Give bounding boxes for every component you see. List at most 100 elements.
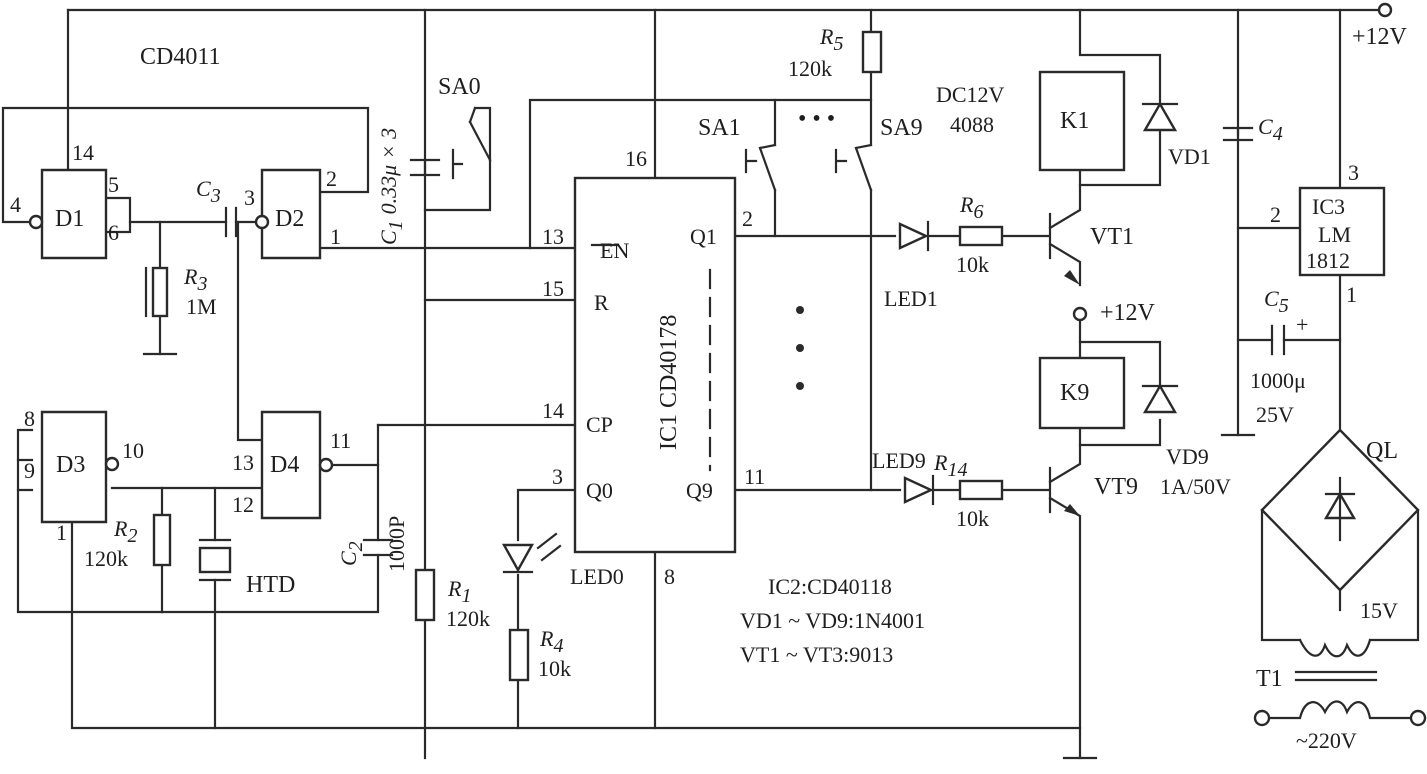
r4-label: R4 bbox=[539, 626, 563, 657]
led1-label: LED1 bbox=[884, 286, 938, 311]
sa0-label: SA0 bbox=[438, 74, 481, 100]
capacitor-c1 bbox=[409, 158, 441, 177]
capacitor-c2 bbox=[362, 538, 394, 557]
vt9-emitter-arrow bbox=[1064, 504, 1080, 516]
pin-label: 1 bbox=[1346, 282, 1357, 307]
pin-label: 2 bbox=[742, 206, 753, 231]
c4-label: C4 bbox=[1258, 114, 1283, 145]
pin-label: 3 bbox=[1348, 160, 1359, 185]
k1-label: K1 bbox=[1060, 108, 1089, 134]
bridge-rectifier-ql bbox=[1260, 428, 1420, 592]
diode-vd9 bbox=[1141, 383, 1179, 414]
capacitor-c3 bbox=[224, 206, 238, 238]
pin-label: 10 bbox=[122, 438, 144, 463]
pin-label: 4 bbox=[10, 192, 21, 217]
terminal-12v-mid bbox=[1072, 306, 1088, 322]
relay-spec-line2: 4088 bbox=[950, 112, 994, 137]
vt1-label: VT1 bbox=[1090, 224, 1134, 250]
pin-label: 13 bbox=[232, 450, 254, 475]
supply-12v-top: +12V bbox=[1352, 24, 1408, 50]
capacitor-c5 bbox=[1270, 324, 1286, 356]
gate-d1: D1 bbox=[28, 168, 108, 260]
c5-label: C5 bbox=[1264, 286, 1289, 317]
vd1-label: VD1 bbox=[1168, 144, 1211, 169]
note-line3: VT1 ~ VT3:9013 bbox=[740, 642, 893, 667]
gate-d2-label: D2 bbox=[275, 206, 304, 232]
c5-plus: + bbox=[1296, 312, 1308, 337]
capacitor-c4 bbox=[1222, 126, 1254, 142]
labels: +12V +12V CD4011 14 4 5 6 3 2 1 8 9 10 1… bbox=[10, 24, 1408, 753]
ic3-line1: IC3 bbox=[1312, 194, 1345, 219]
r6-value: 10k bbox=[956, 252, 989, 277]
c1-label: C10.33μ × 3 bbox=[376, 128, 407, 245]
vt1-emitter-arrow bbox=[1064, 270, 1080, 285]
pin-label: 1 bbox=[330, 224, 341, 249]
crystal-htd bbox=[198, 538, 232, 582]
transformer-t1 bbox=[1253, 638, 1427, 727]
relay-k1 bbox=[1038, 70, 1126, 172]
terminal-12v-top bbox=[1377, 2, 1393, 18]
note-line2: VD1 ~ VD9:1N4001 bbox=[740, 608, 925, 633]
sa1-label: SA1 bbox=[698, 115, 741, 141]
secondary-15v: 15V bbox=[1360, 598, 1398, 623]
led-led1 bbox=[898, 220, 930, 252]
ic1-q1: Q1 bbox=[690, 224, 717, 249]
wiring bbox=[1, 8, 1420, 760]
ic3-line2: LM bbox=[1318, 222, 1351, 247]
pin-label: 5 bbox=[108, 172, 119, 197]
ic1-cp: CP bbox=[586, 412, 613, 437]
ic3-lm1812 bbox=[1298, 186, 1386, 277]
gate-d4: D4 bbox=[260, 410, 334, 520]
pin-label: 9 bbox=[24, 458, 35, 483]
supply-12v-mid: +12V bbox=[1100, 300, 1156, 326]
pin-label: 15 bbox=[542, 276, 564, 301]
r5-value: 120k bbox=[788, 56, 832, 81]
pin-label: 13 bbox=[542, 224, 564, 249]
r5-label: R5 bbox=[819, 24, 843, 55]
pin-label: 1 bbox=[56, 520, 67, 545]
resistor-r2 bbox=[152, 513, 172, 567]
r6-label: R6 bbox=[959, 192, 983, 223]
pin-label: 3 bbox=[244, 185, 255, 210]
pin-label: 8 bbox=[664, 564, 675, 589]
led9-label: LED9 bbox=[872, 448, 926, 473]
r2-label: R2 bbox=[113, 516, 137, 547]
gate-d1-label: D1 bbox=[55, 206, 84, 232]
pin-label: 3 bbox=[552, 464, 563, 489]
ic1-name: IC1 CD40178 bbox=[656, 315, 682, 450]
gate-d2: D2 bbox=[254, 168, 322, 260]
pin-label: 2 bbox=[1270, 202, 1281, 227]
pin-label: 14 bbox=[72, 140, 94, 165]
c2-value: 1000P bbox=[384, 516, 409, 572]
sa9-label: SA9 bbox=[880, 115, 923, 141]
htd-label: HTD bbox=[246, 572, 295, 598]
svg-text:IC1 CD40178: IC1 CD40178 bbox=[656, 315, 682, 450]
c3-label: C3 bbox=[196, 176, 221, 207]
pin-label: 2 bbox=[326, 166, 337, 191]
dot bbox=[796, 344, 804, 352]
dot bbox=[796, 382, 804, 390]
r1-value: 120k bbox=[446, 606, 490, 631]
pin-label: 8 bbox=[24, 406, 35, 431]
note-line1: IC2:CD40118 bbox=[768, 574, 892, 599]
r1-label: R1 bbox=[447, 576, 471, 607]
resistor-r6 bbox=[958, 225, 1004, 247]
ic1-q0: Q0 bbox=[586, 478, 613, 503]
relay-spec-line1: DC12V bbox=[936, 82, 1005, 107]
switch-sa0 bbox=[451, 106, 492, 180]
gate-d4-label: D4 bbox=[270, 452, 299, 478]
ic1-r: R bbox=[594, 290, 609, 315]
r14-label: R14 bbox=[933, 450, 967, 481]
relay-k9 bbox=[1038, 356, 1126, 430]
switch-sa1 bbox=[744, 143, 777, 192]
ic1-en: EN bbox=[600, 238, 629, 263]
resistor-r4 bbox=[508, 628, 530, 682]
resistor-r14 bbox=[958, 479, 1004, 501]
ic1-q9: Q9 bbox=[686, 478, 713, 503]
r3-label: R3 bbox=[183, 264, 207, 295]
pin-label: 11 bbox=[744, 464, 765, 489]
vd9-label: VD9 bbox=[1166, 444, 1209, 469]
cd4011-label: CD4011 bbox=[140, 44, 220, 70]
ql-label: QL bbox=[1366, 438, 1398, 464]
